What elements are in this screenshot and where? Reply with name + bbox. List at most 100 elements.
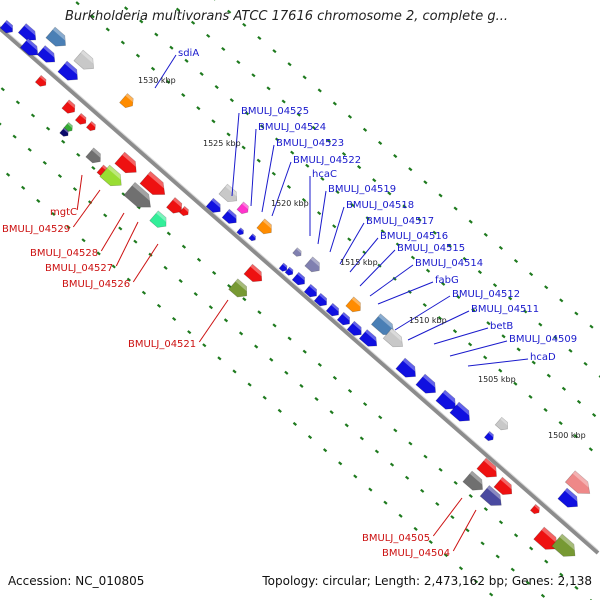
gene-label-reverse[interactable]: BMULJ_04505	[362, 533, 430, 544]
tick-mark	[468, 219, 473, 224]
feature-arrow[interactable]	[435, 389, 460, 414]
feature-arrow[interactable]	[346, 320, 365, 338]
feature-arrow[interactable]	[291, 271, 308, 287]
feature-arrow[interactable]	[336, 311, 353, 327]
gene-label-reverse[interactable]: BMULJ_04529	[2, 224, 70, 235]
gene-label-forward[interactable]: sdiA	[178, 48, 199, 59]
gene-label-forward[interactable]: hcaD	[530, 352, 556, 363]
tick-mark	[468, 493, 473, 499]
feature-arrow[interactable]	[313, 292, 330, 308]
scale-label: 1525 kbp	[203, 139, 241, 148]
feature-arrow[interactable]	[493, 476, 516, 499]
feature-arrow[interactable]	[278, 262, 289, 273]
feature-arrow[interactable]	[551, 533, 581, 562]
feature-arrow[interactable]	[415, 373, 440, 398]
feature-arrow[interactable]	[395, 357, 420, 382]
tick-mark	[498, 245, 504, 250]
feature-arrow[interactable]	[166, 197, 185, 217]
gene-label-forward[interactable]: BMULJ_04517	[366, 216, 434, 227]
gene-label-forward[interactable]: BMULJ_04518	[346, 200, 414, 211]
feature-arrow[interactable]	[494, 416, 511, 432]
tick-mark	[483, 232, 488, 237]
feature-arrow[interactable]	[73, 49, 98, 74]
feature-arrow[interactable]	[19, 38, 41, 60]
feature-arrow[interactable]	[479, 485, 506, 511]
feature-arrow[interactable]	[476, 457, 501, 482]
feature-arrow[interactable]	[57, 60, 82, 85]
tick-mark	[495, 554, 500, 559]
feature-arrow[interactable]	[74, 112, 88, 126]
feature-arrow[interactable]	[0, 19, 16, 35]
feature-arrow[interactable]	[248, 233, 257, 242]
feature-arrow[interactable]	[178, 205, 190, 217]
tick-mark	[242, 297, 247, 302]
gene-label-forward[interactable]: BMULJ_04524	[258, 122, 326, 133]
feature-arrow[interactable]	[149, 210, 171, 231]
gene-label-forward[interactable]: BMULJ_04522	[293, 155, 361, 166]
feature-arrow[interactable]	[139, 171, 170, 200]
feature-arrow[interactable]	[284, 266, 295, 277]
gene-label-reverse[interactable]: BMULJ_04526	[62, 279, 130, 290]
feature-arrow[interactable]	[218, 183, 241, 206]
feature-arrow[interactable]	[34, 74, 48, 88]
gene-label-forward[interactable]: BMULJ_04509	[509, 334, 577, 345]
tick-mark	[489, 592, 494, 597]
feature-arrow[interactable]	[36, 45, 58, 67]
tick-mark	[238, 331, 244, 336]
feature-arrow[interactable]	[243, 263, 266, 286]
feature-arrow[interactable]	[256, 218, 275, 237]
feature-arrow[interactable]	[61, 99, 78, 116]
gene-label-forward[interactable]: hcaC	[312, 169, 337, 180]
gene-label-reverse[interactable]: BMULJ_04527	[45, 263, 113, 274]
feature-arrow[interactable]	[345, 296, 364, 315]
feature-arrow[interactable]	[292, 247, 304, 259]
gene-label-reverse[interactable]: BMULJ_04528	[30, 248, 98, 259]
gene-label-forward[interactable]: fabG	[435, 275, 459, 286]
feature-arrow[interactable]	[119, 93, 137, 111]
feature-arrow[interactable]	[123, 181, 156, 213]
feature-arrow[interactable]	[236, 201, 251, 216]
tick-mark	[166, 231, 171, 236]
feature-arrow[interactable]	[205, 197, 224, 215]
feature-arrow[interactable]	[236, 227, 245, 236]
feature-arrow[interactable]	[483, 430, 495, 442]
feature-arrow[interactable]	[564, 470, 594, 499]
gene-label-forward[interactable]: BMULJ_04515	[397, 243, 465, 254]
feature-arrow[interactable]	[325, 302, 342, 318]
gene-label-reverse[interactable]: BMULJ_04521	[128, 339, 196, 350]
tick-mark	[513, 533, 519, 538]
gene-label-forward[interactable]: BMULJ_04511	[471, 304, 539, 315]
feature-arrow[interactable]	[59, 127, 71, 139]
feature-arrow[interactable]	[85, 120, 97, 132]
gene-label-forward[interactable]: betB	[490, 321, 513, 332]
feature-arrow[interactable]	[45, 26, 70, 51]
feature-arrow[interactable]	[228, 278, 252, 301]
feature-arrow[interactable]	[462, 470, 487, 495]
feature-arrow[interactable]	[114, 151, 141, 178]
gene-label-forward[interactable]: BMULJ_04516	[380, 231, 448, 242]
feature-arrow[interactable]	[557, 487, 582, 512]
gene-label-reverse[interactable]: mgtC	[50, 207, 77, 218]
feature-arrow[interactable]	[529, 503, 541, 515]
gene-label-leader	[394, 295, 451, 331]
tick-mark	[438, 193, 443, 198]
feature-arrow[interactable]	[304, 256, 323, 275]
feature-arrow[interactable]	[303, 283, 320, 299]
gene-label-forward[interactable]: BMULJ_04525	[241, 106, 309, 117]
feature-arrow[interactable]	[533, 526, 563, 555]
feature-arrow[interactable]	[17, 23, 39, 45]
feature-arrow[interactable]	[358, 329, 380, 351]
gene-label-forward[interactable]: BMULJ_04523	[276, 138, 344, 149]
gene-label-reverse[interactable]: BMULJ_04504	[382, 548, 450, 559]
feature-arrow[interactable]	[99, 164, 126, 191]
feature-arrow[interactable]	[449, 401, 474, 426]
tick-mark	[544, 559, 549, 564]
feature-arrow[interactable]	[221, 208, 240, 226]
gene-label-forward[interactable]: BMULJ_04519	[328, 184, 396, 195]
gene-label-forward[interactable]: BMULJ_04512	[452, 289, 520, 300]
tick-mark	[583, 361, 588, 366]
gene-label-forward[interactable]: BMULJ_04514	[415, 258, 483, 269]
tick-mark	[380, 229, 385, 234]
feature-arrow[interactable]	[85, 147, 104, 166]
feature-arrow[interactable]	[382, 328, 407, 352]
